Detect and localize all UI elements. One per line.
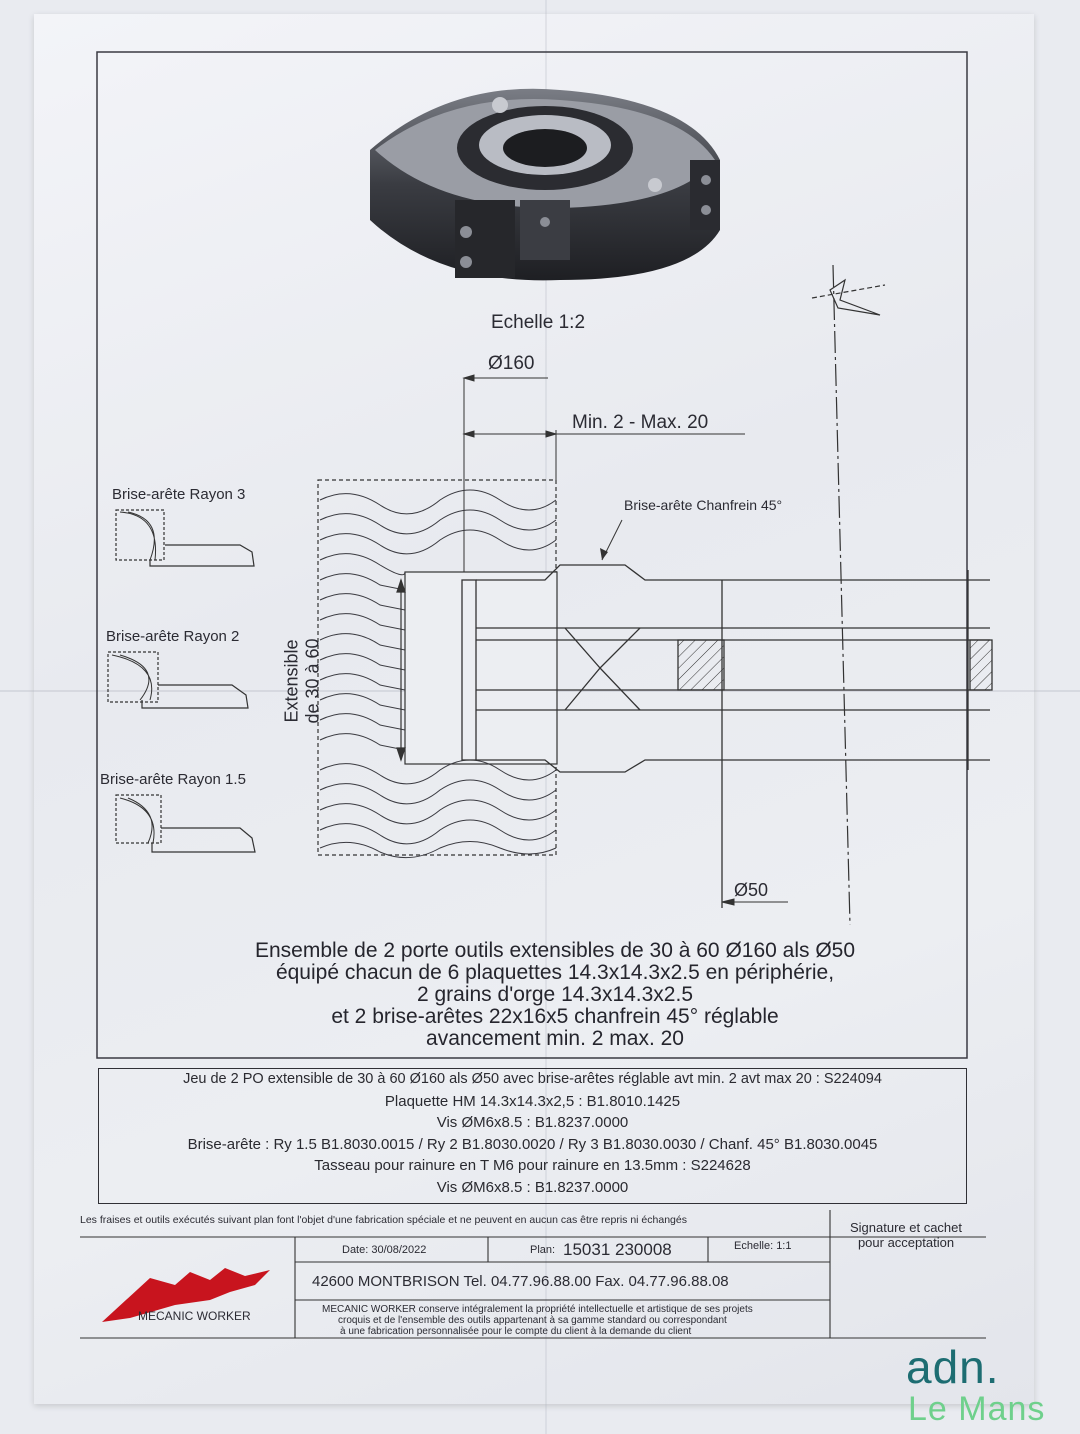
legal-line-2: croquis et de l'ensemble des outils appa… (338, 1315, 727, 1326)
watermark-adn: adn. (906, 1341, 1000, 1393)
extensible-dim (396, 578, 406, 762)
profile-label-rayon-1-5: Brise-arête Rayon 1.5 (100, 771, 246, 788)
extensible-line-1: Extensible (281, 639, 302, 723)
reference-line: Plaquette HM 14.3x14.3x2,5 : B1.8010.142… (384, 1092, 681, 1110)
reference-line: Vis ØM6x8.5 : B1.8237.0000 (436, 1114, 629, 1131)
scale-label: Echelle 1:2 (491, 312, 586, 333)
reference-line: Jeu de 2 PO extensible de 30 à 60 Ø160 a… (183, 1071, 882, 1087)
plan-label: Plan: (530, 1244, 556, 1256)
mecanic-worker-logo (102, 1268, 270, 1322)
cartouche-grid (80, 1210, 986, 1339)
description-line: avancement min. 2 max. 20 (426, 1027, 684, 1050)
profile-rayon-1-5 (115, 794, 256, 853)
company-name: MECANIC WORKER (138, 1309, 251, 1323)
dim-advance-lines (462, 430, 745, 480)
reference-line: Tasseau pour rainure en T M6 pour rainur… (314, 1157, 751, 1174)
dim-50-lines (721, 898, 788, 906)
legal-line-3: à une fabrication personnalisée pour le … (340, 1326, 692, 1337)
description-line: Ensemble de 2 porte outils extensibles d… (254, 939, 856, 962)
tool-3d-render (370, 88, 720, 281)
chamfer-label: Brise-arête Chanfrein 45° (624, 497, 783, 513)
dim-advance-label: Min. 2 - Max. 20 (572, 412, 709, 433)
scale-info: Echelle: 1:1 (734, 1240, 792, 1252)
dim-diameter-160: Ø160 (488, 353, 535, 374)
signature-box-label: Signature et cachet pour acceptation (849, 1220, 963, 1250)
wood-workpiece (317, 479, 558, 859)
reference-box: Jeu de 2 PO extensible de 30 à 60 Ø160 a… (98, 1068, 967, 1204)
extensible-label: Extensible de 30 à 60 (282, 638, 324, 723)
legal-line-1: MECANIC WORKER conserve intégralement la… (322, 1304, 753, 1315)
profile-rayon-2 (107, 651, 249, 709)
profile-label-rayon-2: Brise-arête Rayon 2 (106, 628, 240, 645)
extensible-line-2: de 30 à 60 (302, 638, 323, 724)
description-line: 2 grains d'orge 14.3x14.3x2.5 (416, 983, 694, 1006)
profile-rayon-3 (115, 509, 255, 567)
plan-number: 15031 230008 (563, 1240, 672, 1259)
date-label: Date: 30/08/2022 (342, 1244, 427, 1256)
description-line: et 2 brise-arêtes 22x16x5 chanfrein 45° … (331, 1005, 779, 1028)
tool-description: Ensemble de 2 porte outils extensibles d… (120, 940, 990, 1050)
axis-line (832, 264, 851, 926)
watermark-le-mans: Le Mans (908, 1390, 1046, 1428)
tool-body (461, 564, 993, 908)
description-line: équipé chacun de 6 plaquettes 14.3x14.3x… (275, 961, 835, 984)
reference-line: Brise-arête : Ry 1.5 B1.8030.0015 / Ry 2… (187, 1135, 878, 1153)
company-address: 42600 MONTBRISON Tel. 04.77.96.88.00 Fax… (312, 1273, 729, 1290)
profile-label-rayon-3: Brise-arête Rayon 3 (112, 486, 246, 503)
section-marker (811, 278, 886, 316)
cartouche-notice: Les fraises et outils exécutés suivant p… (80, 1214, 687, 1226)
reference-line: Vis ØM6x8.5 : B1.8237.0000 (436, 1178, 629, 1196)
drawing-frame (96, 51, 968, 1059)
dim-diameter-50: Ø50 (734, 880, 769, 900)
